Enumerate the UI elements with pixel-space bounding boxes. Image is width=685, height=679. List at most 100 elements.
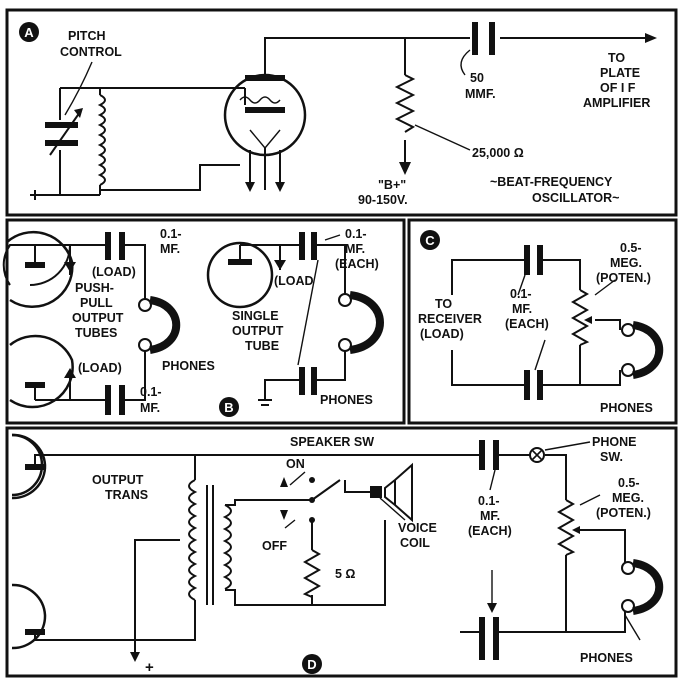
label-d-c3: (EACH) [468, 524, 512, 538]
label-d-p3: (POTEN.) [596, 506, 651, 520]
panel-d-badge [302, 654, 322, 674]
capacitor-single-lower [299, 367, 317, 395]
panel-b: B 0.1- MF. (LOAD) PUSH- PULL OUTPUT [2, 227, 384, 417]
phone-switch-pointer [544, 441, 591, 451]
capacitor-upper-left [105, 232, 125, 260]
potentiometer-c-icon [570, 289, 590, 346]
label-to-plate-2: PLATE [600, 66, 640, 80]
label-push-4: TUBES [75, 326, 117, 340]
label-b-c2a: 0.1- [140, 385, 162, 399]
label-cap-50: 50 [470, 71, 484, 85]
label-c-p3: (POTEN.) [596, 271, 651, 285]
panel-d-badge-label: D [307, 657, 316, 672]
label-push-1: PUSH- [75, 281, 114, 295]
label-c-c2: MF. [512, 302, 532, 316]
label-b-c3b: MF. [345, 242, 365, 256]
resistor-5-ohm-icon [302, 549, 322, 598]
label-b-voltage: 90-150V. [358, 193, 408, 207]
label-d-p1: 0.5- [618, 476, 640, 490]
label-single-2: OUTPUT [232, 324, 284, 338]
label-d-p2: MEG. [612, 491, 644, 505]
pitch-pointer [64, 61, 93, 116]
panel-a-badge [19, 22, 39, 42]
label-c-p1: 0.5- [620, 241, 642, 255]
push-pull-tube-lower-icon [9, 334, 74, 409]
label-voice-1: VOICE [398, 521, 437, 535]
arrow-icon [274, 260, 286, 270]
label-d-plus: + [145, 659, 154, 676]
label-voice-2: COIL [400, 536, 430, 550]
panel-c-frame [407, 218, 678, 425]
speaker-icon [370, 462, 413, 523]
cap-each-pointer-d [489, 469, 496, 610]
label-b-load2: (LOAD) [78, 361, 122, 375]
single-output-tube-icon [206, 241, 274, 309]
phones-c-icon [621, 321, 664, 379]
resistor-pointer [414, 124, 471, 151]
label-output-trans-1: OUTPUT [92, 473, 144, 487]
pitch-control-capacitor [45, 108, 83, 156]
label-phone-sw-2: SW. [600, 450, 623, 464]
capacitor-d-lower [479, 617, 499, 660]
panel-a: A [19, 22, 657, 207]
label-d-c2: MF. [480, 509, 500, 523]
pot-d-pointer [579, 494, 601, 506]
label-off: OFF [262, 539, 287, 553]
label-oscillator-1: ~BEAT-FREQUENCY [490, 175, 613, 189]
label-b-plus: "B+" [378, 178, 406, 192]
panel-b-frame [5, 218, 406, 425]
label-b-c1a: 0.1- [160, 227, 182, 241]
label-speaker-sw: SPEAKER SW [290, 435, 374, 449]
capacitor-c-upper [524, 245, 543, 275]
label-b-c1b: MF. [160, 242, 180, 256]
panel-d-frame [5, 426, 678, 678]
panel-b-badge-label: B [224, 400, 233, 415]
label-pitch-control-2: CONTROL [60, 45, 122, 59]
oscillator-tube-icon [223, 73, 307, 192]
panel-c: C TO RECEIVER (LOAD) 0.1- MF. (EACH) 0.5… [418, 230, 664, 415]
capacitor-lower-left [105, 385, 125, 415]
potentiometer-d-icon [556, 499, 576, 556]
panel-b-wire-right [240, 244, 346, 406]
panel-b-badge [219, 397, 239, 417]
label-b-load1: (LOAD) [92, 265, 136, 279]
label-pitch-control-1: PITCH [68, 29, 106, 43]
label-d-c1: 0.1- [478, 494, 500, 508]
panel-a-badge-label: A [24, 25, 34, 40]
panel-b-wire-left [35, 244, 146, 401]
panel-d-wire-left [34, 454, 470, 660]
panel-d-wire-mid [225, 480, 386, 606]
arrow-icon [399, 162, 411, 175]
cap-each-pointer [297, 234, 341, 366]
label-b-c2b: MF. [140, 401, 160, 415]
label-c-to2: RECEIVER [418, 312, 482, 326]
capacitor-c-lower [524, 370, 543, 400]
label-cap-mmf: MMF. [465, 87, 496, 101]
capacitor-d-upper [479, 440, 499, 470]
phones-d-icon [621, 559, 664, 615]
phone-switch-icon [529, 447, 545, 463]
label-c-c3: (EACH) [505, 317, 549, 331]
arrow-icon [645, 33, 657, 43]
label-phone-sw-1: PHONE [592, 435, 636, 449]
panel-a-frame [5, 8, 678, 217]
speaker-switch-blade [311, 479, 341, 501]
label-to-plate-4: AMPLIFIER [583, 96, 650, 110]
panel-d-wire-right [460, 454, 626, 633]
label-oscillator-2: OSCILLATOR~ [532, 191, 619, 205]
label-c-p2: MEG. [610, 256, 642, 270]
tube-lower-d-icon [11, 583, 47, 650]
cap-pointer-c [517, 274, 546, 371]
phones-left-icon [138, 296, 181, 354]
phones-right-icon [338, 291, 384, 354]
label-5-ohm: 5 Ω [335, 567, 355, 581]
label-b-phones1: PHONES [162, 359, 215, 373]
panel-a-wire [35, 37, 645, 196]
label-resistor-25000: 25,000 Ω [472, 146, 524, 160]
arrow-icon [130, 652, 140, 662]
panel-c-badge-label: C [425, 233, 435, 248]
label-output-trans-2: TRANS [105, 488, 148, 502]
label-single-1: SINGLE [232, 309, 279, 323]
capacitor-single-upper [299, 232, 317, 260]
push-pull-tube-upper-icon [2, 230, 74, 308]
